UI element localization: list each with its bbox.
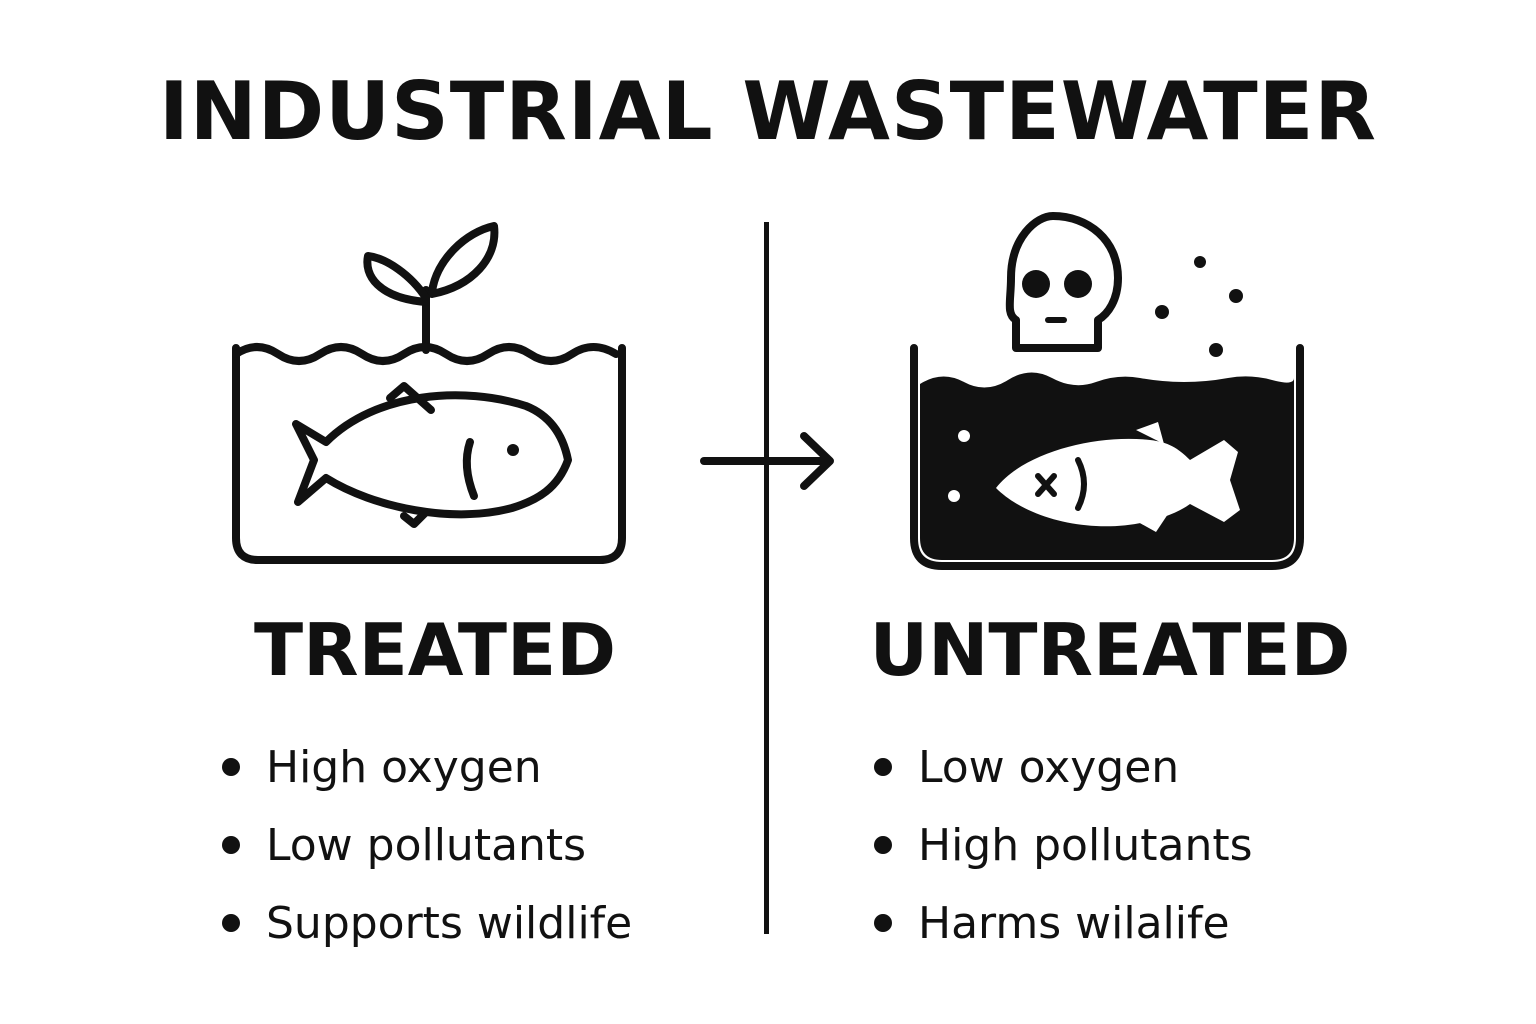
bullet-dot-icon: [874, 836, 892, 854]
dead-fish-icon: [996, 422, 1240, 532]
pollution-particles: [1155, 256, 1243, 357]
bullet-dot-icon: [222, 914, 240, 932]
arrow-right-icon: [700, 432, 834, 490]
treated-heading: TREATED: [254, 608, 616, 692]
list-item: Low pollutants: [222, 806, 632, 884]
sprout-icon: [363, 222, 499, 354]
list-item: High pollutants: [874, 806, 1253, 884]
untreated-tank-icon: [910, 212, 1304, 570]
treated-tank-icon: [232, 222, 626, 564]
center-divider: [764, 222, 769, 934]
list-item: Low oxygen: [874, 728, 1253, 806]
bullet-text: Low pollutants: [266, 819, 587, 871]
bullet-text: Harms wilalife: [918, 897, 1230, 949]
bullet-text: High pollutants: [918, 819, 1253, 871]
list-item: Supports wildlife: [222, 884, 632, 962]
untreated-heading: UNTREATED: [869, 608, 1351, 692]
bullet-text: Supports wildlife: [266, 897, 633, 949]
living-fish-icon: [292, 382, 572, 528]
bullet-dot-icon: [222, 758, 240, 776]
list-item: Harms wilalife: [874, 884, 1253, 962]
treated-bullet-list: High oxygen Low pollutants Supports wild…: [222, 728, 632, 962]
diagram-title: INDUSTRIAL WASTEWATER: [159, 65, 1377, 158]
bullet-text: High oxygen: [266, 741, 542, 793]
bullet-text: Low oxygen: [918, 741, 1180, 793]
bullet-dot-icon: [222, 836, 240, 854]
untreated-bullet-list: Low oxygen High pollutants Harms wilalif…: [874, 728, 1253, 962]
skull-icon: [1005, 212, 1122, 352]
bullet-dot-icon: [874, 758, 892, 776]
bullet-dot-icon: [874, 914, 892, 932]
list-item: High oxygen: [222, 728, 632, 806]
